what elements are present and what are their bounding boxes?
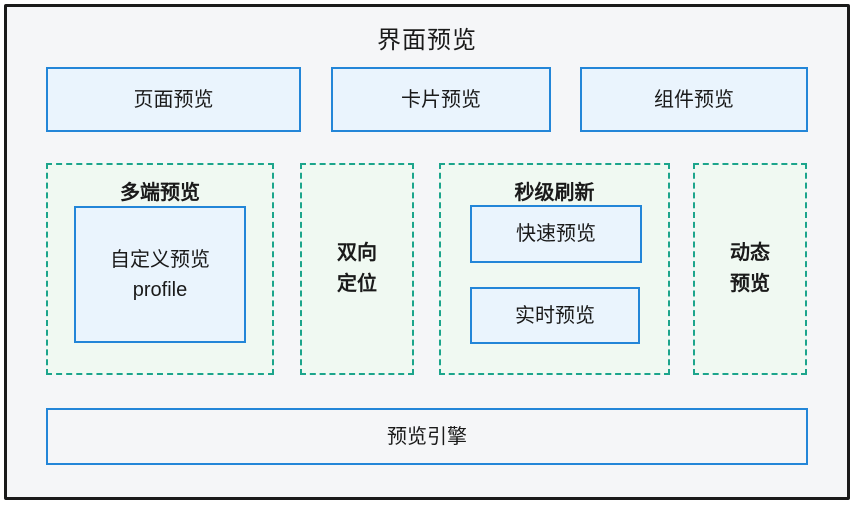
node-realtime-preview: 实时预览 (470, 287, 640, 344)
node-fast-preview-label: 快速预览 (516, 223, 596, 245)
diagram-title: 界面预览 (377, 27, 477, 54)
group-bidirectional-locate-label: 双向 定位 (337, 242, 377, 295)
interface-preview-frame: 界面预览 页面预览 卡片预览 组件预览 多端预览 自定义预览 profile 双… (4, 4, 850, 500)
group-second-level-refresh: 秒级刷新 快速预览 实时预览 (439, 163, 670, 375)
node-page-preview-label: 页面预览 (133, 88, 214, 111)
node-realtime-preview-label: 实时预览 (515, 304, 595, 327)
group-dynamic-preview: 动态 预览 (693, 163, 807, 375)
node-preview-engine-label: 预览引擎 (387, 425, 467, 448)
group-multi-device-preview: 多端预览 自定义预览 profile (46, 163, 274, 375)
node-page-preview: 页面预览 (46, 67, 301, 132)
group-multi-device-title: 多端预览 (120, 182, 200, 204)
group-second-level-refresh-title: 秒级刷新 (514, 182, 595, 204)
node-fast-preview: 快速预览 (470, 205, 642, 263)
node-component-preview-label: 组件预览 (654, 88, 734, 111)
node-custom-preview-profile: 自定义预览 profile (74, 206, 246, 343)
node-component-preview: 组件预览 (580, 67, 808, 132)
node-card-preview-label: 卡片预览 (401, 88, 481, 111)
group-dynamic-preview-label: 动态 预览 (730, 242, 770, 295)
node-preview-engine: 预览引擎 (46, 408, 808, 465)
node-custom-preview-profile-label: 自定义预览 profile (110, 248, 210, 301)
node-card-preview: 卡片预览 (331, 67, 551, 132)
group-bidirectional-locate: 双向 定位 (300, 163, 414, 375)
